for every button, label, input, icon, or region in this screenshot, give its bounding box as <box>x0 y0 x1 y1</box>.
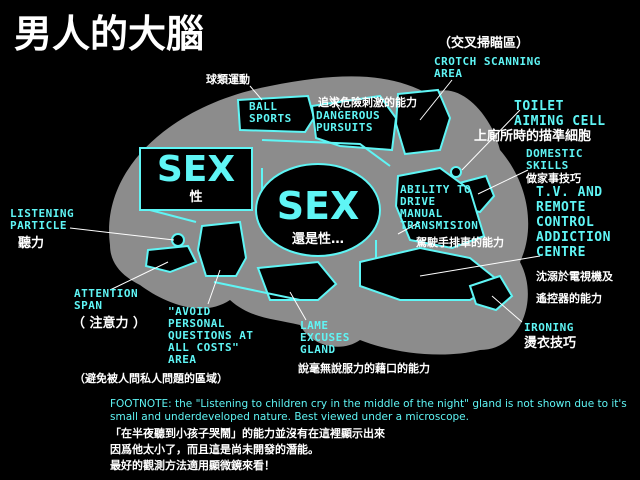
ball-sports-region <box>236 94 316 134</box>
sex-label-1: SEX <box>156 149 236 190</box>
sex-region-2 <box>255 163 381 257</box>
drive-label-cn: 駕駛手排車的能力 <box>416 236 504 249</box>
drive-label-en: ABILITY TO DRIVE MANUAL TRANSMISION <box>400 183 479 232</box>
tv-label-en: T.V. AND REMOTE CONTROL ADDICTION CENTRE <box>536 185 611 260</box>
danger-label-en: DANGEROUS PURSUITS <box>316 109 381 134</box>
avoid-label-cn: （避免被人問私人問題的區域） <box>74 372 228 385</box>
listening-label-cn: 聽力 <box>18 236 45 251</box>
listening-label-en: LISTENING PARTICLE <box>10 207 75 232</box>
tv-label-cn: 沈溺於電視機及 遙控器的能力 <box>536 270 613 305</box>
ironing-region <box>468 274 514 312</box>
lame-excuses-region <box>256 260 338 301</box>
footnote-cn-2: 因爲他太小了，而且這是尚未開發的潛能。 <box>110 443 319 456</box>
dangerous-pursuits-region <box>310 94 398 152</box>
crotch-label-cn: （交叉掃瞄區） <box>438 36 530 51</box>
ball-sports-label-cn: 球類運動 <box>206 73 250 86</box>
toilet-label-en: TOILET AIMING CELL <box>514 99 606 129</box>
danger-label-cn: 追求危險刺激的能力 <box>318 96 417 109</box>
attention-span-region <box>144 244 198 274</box>
attention-label-cn: （ 注意力 ） <box>72 316 147 331</box>
ironing-label-cn: 燙衣技巧 <box>524 336 577 351</box>
avoid-questions-region <box>196 220 248 277</box>
crotch-scanning-region <box>394 88 452 156</box>
footnote-cn-1: 「在半夜聽到小孩子哭鬧」的能力並沒有在這裡顯示出來 <box>110 427 385 440</box>
domestic-label-en: DOMESTIC SKILLS <box>526 147 583 172</box>
lame-label-en: LAME EXCUSES GLAND <box>300 319 350 356</box>
toilet-label-cn: 上廁所時的描準細胞 <box>474 129 592 144</box>
avoid-label-en: "AVOID PERSONAL QUESTIONS AT ALL COSTS" … <box>168 305 254 366</box>
toilet-aiming-region <box>450 166 462 178</box>
sex-label-1-cn: 性 <box>189 190 203 205</box>
page-title: 男人的大腦 <box>14 12 205 56</box>
attention-label-en: ATTENTION SPAN <box>74 287 139 312</box>
footnote-en: FOOTNOTE: the "Listening to children cry… <box>110 398 627 423</box>
sex-label-2: SEX <box>276 184 360 228</box>
crotch-label-en: CROTCH SCANNING AREA <box>434 55 541 80</box>
ball-sports-label-en: BALL SPORTS <box>249 100 292 125</box>
sex-region-1 <box>139 147 253 211</box>
footnote-cn-3: 最好的觀測方法適用顯微鏡來看！ <box>110 459 275 472</box>
sex-label-2-cn: 還是性… <box>291 232 344 247</box>
domestic-label-cn: 做家事技巧 <box>526 172 581 185</box>
ironing-label-en: IRONING <box>524 321 574 334</box>
lame-label-cn: 說毫無說服力的藉口的能力 <box>298 362 430 375</box>
drive-manual-region <box>394 166 486 250</box>
